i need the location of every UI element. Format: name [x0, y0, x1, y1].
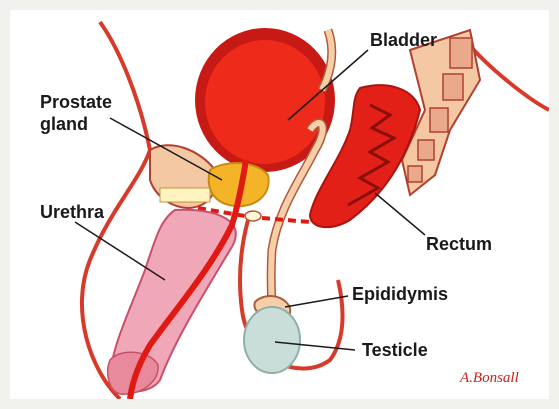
rectum-leader	[375, 193, 425, 235]
label-epididymis: Epididymis	[352, 284, 448, 304]
diagram-frame: Bladder Prostate gland Urethra Rectum Ep…	[10, 10, 549, 399]
label-bladder: Bladder	[370, 30, 437, 50]
label-testicle: Testicle	[362, 340, 428, 360]
male-anatomy-diagram: Bladder Prostate gland Urethra Rectum Ep…	[10, 10, 549, 399]
label-rectum: Rectum	[426, 234, 492, 254]
label-prostate-line1: Prostate	[40, 92, 112, 112]
urethral-sphincter	[245, 211, 261, 221]
testicle	[244, 307, 300, 373]
label-urethra: Urethra	[40, 202, 105, 222]
epididymis-leader	[285, 296, 348, 307]
pubic-cartilage	[160, 188, 210, 202]
artist-signature: A.Bonsall	[459, 370, 519, 386]
label-prostate-line2: gland	[40, 114, 88, 134]
